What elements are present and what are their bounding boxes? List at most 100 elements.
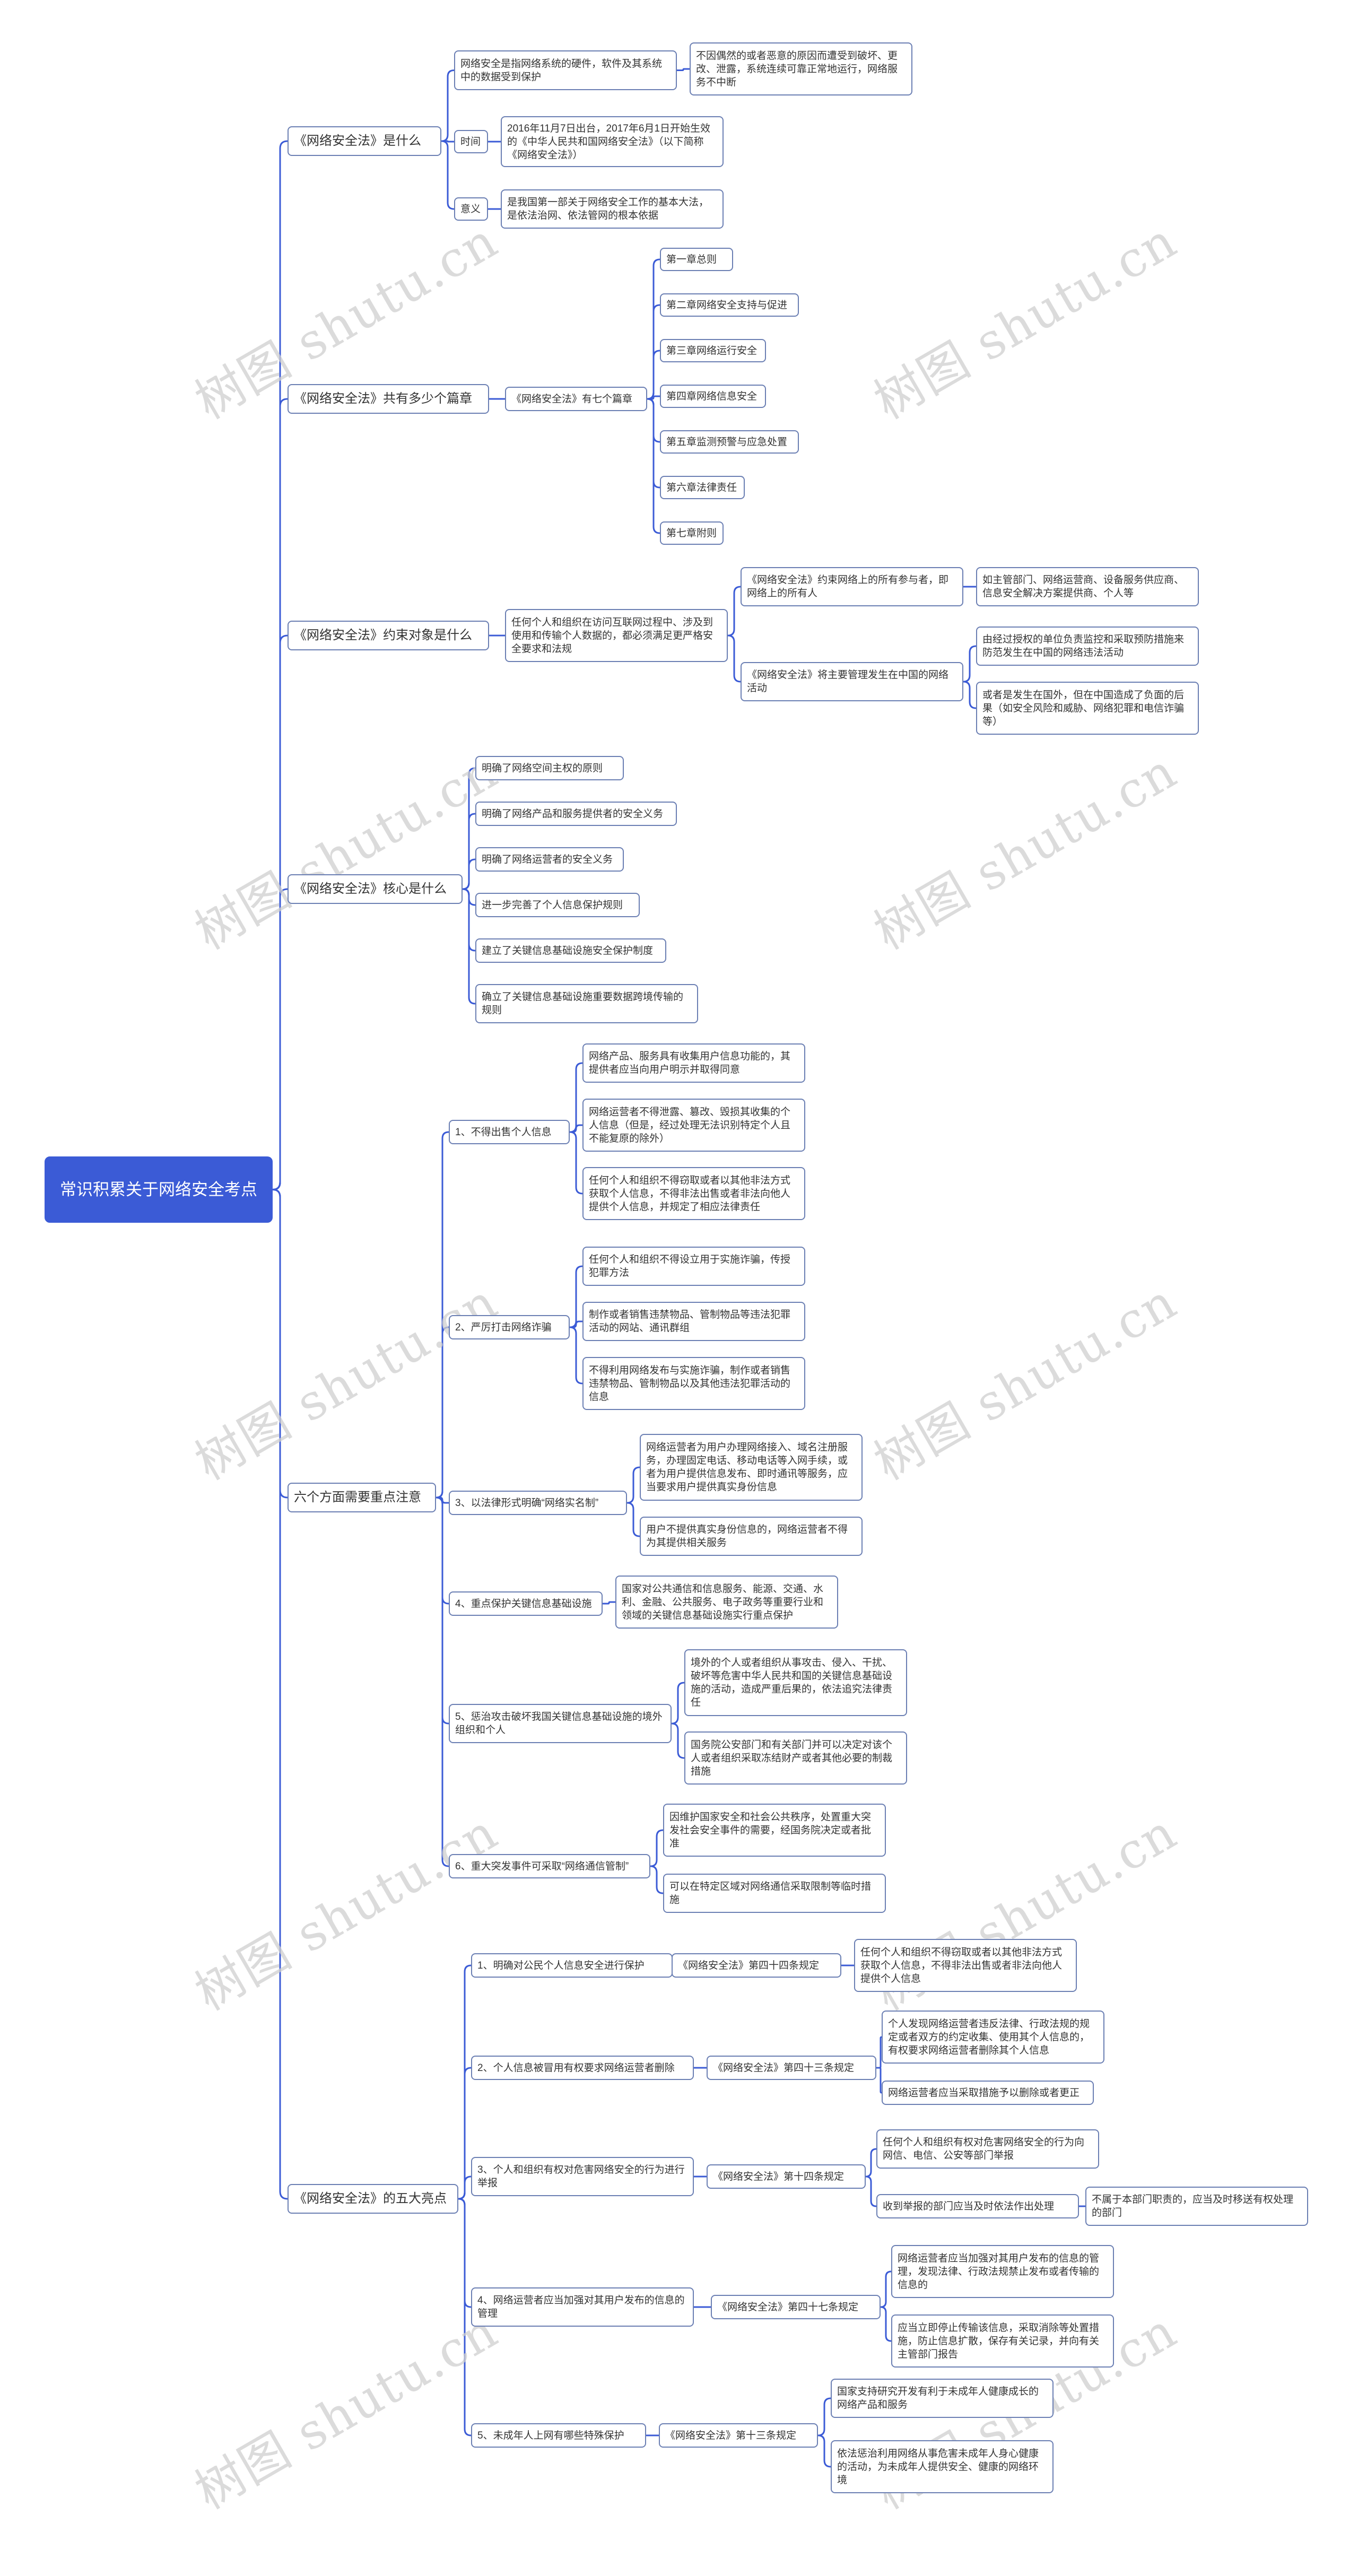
aspect-detail[interactable]: 任何个人和组织不得窃取或者以其他非法方式获取个人信息，不得非法出售或者非法向他人… — [582, 1167, 805, 1220]
connector-line — [272, 888, 288, 1190]
core-item[interactable]: 明确了网络产品和服务提供者的安全义务 — [475, 802, 677, 826]
aspect-detail[interactable]: 网络产品、服务具有收集用户信息功能的，其提供者应当向用户明示并取得同意 — [582, 1043, 805, 1083]
core-item[interactable]: 确立了关键信息基础设施重要数据跨境传输的规则 — [475, 984, 698, 1023]
core-item[interactable]: 进一步完善了个人信息保护规则 — [475, 893, 640, 917]
aspect-network-control[interactable]: 6、重大突发事件可采取“网络通信管制” — [449, 1854, 650, 1878]
aspect-detail[interactable]: 制作或者销售违禁物品、管制物品等违法犯罪活动的网站、通讯群组 — [582, 1302, 805, 1341]
highlight-item[interactable]: 3、个人和组织有权对危害网络安全的行为进行举报 — [471, 2157, 694, 2196]
time-label[interactable]: 时间 — [454, 130, 488, 153]
connector-line — [458, 2198, 472, 2436]
branch-core[interactable]: 《网络安全法》核心是什么 — [288, 874, 463, 904]
law-article[interactable]: 《网络安全法》第四十七条规定 — [711, 2295, 881, 2319]
law-article[interactable]: 《网络安全法》第十三条规定 — [659, 2423, 818, 2448]
highlight-item[interactable]: 1、明确对公民个人信息安全进行保护 — [471, 1953, 673, 1978]
connector-line — [603, 1601, 615, 1605]
connector-line — [650, 1865, 664, 1894]
aspect-detail[interactable]: 境外的个人或者组织从事攻击、侵入、干扰、破坏等危害中华人民共和国的关键信息基础设… — [684, 1649, 907, 1716]
law-article[interactable]: 《网络安全法》第十四条规定 — [707, 2164, 866, 2189]
chapters-summary[interactable]: 《网络安全法》有七个篇章 — [505, 387, 647, 411]
connector-line — [569, 1326, 583, 1385]
china-activities-detail-1[interactable]: 由经过授权的单位负责监控和采取预防措施来防范发生在中国的网络违法活动 — [976, 626, 1199, 666]
core-item[interactable]: 明确了网络运营者的安全义务 — [475, 847, 624, 872]
connector-line — [436, 1326, 449, 1499]
highlight-item[interactable]: 2、个人信息被冒用有权要求网络运营者删除 — [471, 2056, 694, 2080]
core-item[interactable]: 建立了关键信息基础设施安全保护制度 — [475, 938, 666, 963]
highlight-item[interactable]: 5、未成年人上网有哪些特殊保护 — [471, 2423, 646, 2448]
connector-line — [441, 140, 454, 143]
connector-line — [865, 2148, 877, 2178]
connector-line — [647, 398, 660, 534]
aspect-real-name[interactable]: 3、以法律形式明确“网络实名制” — [449, 1491, 627, 1515]
connector-line — [963, 645, 977, 683]
aspect-detail[interactable]: 国务院公安部门和有关部门并可以决定对该个人或者组织采取冻结财产或者其他必要的制裁… — [684, 1731, 907, 1785]
time-node[interactable]: 2016年11月7日出台，2017年6月1日开始生效的《中华人民共和国网络安全法… — [501, 116, 724, 167]
definition-node[interactable]: 网络安全是指网络系统的硬件，软件及其系统中的数据受到保护 — [454, 50, 677, 90]
branch-five-highlights[interactable]: 《网络安全法》的五大亮点 — [288, 2184, 458, 2214]
highlight-detail[interactable]: 依法惩治利用网络从事危害未成年人身心健康的活动，为未成年人提供安全、健康的网络环… — [831, 2440, 1054, 2493]
chapter-item[interactable]: 第三章网络运行安全 — [660, 339, 766, 362]
highlight-detail[interactable]: 个人发现网络运营者违反法律、行政法规的规定或者双方的约定收集、使用其个人信息的，… — [882, 2011, 1104, 2064]
branch-constraint-objects[interactable]: 《网络安全法》约束对象是什么 — [288, 621, 489, 650]
connector-line — [441, 69, 455, 142]
chapter-item[interactable]: 第四章网络信息安全 — [660, 385, 766, 408]
law-article[interactable]: 《网络安全法》第四十三条规定 — [707, 2056, 876, 2080]
connector-line — [671, 1682, 685, 1725]
chapter-item[interactable]: 第一章总则 — [660, 248, 733, 271]
connector-line — [569, 1265, 583, 1328]
chapter-item[interactable]: 第六章法律责任 — [660, 476, 745, 499]
connector-line — [671, 1722, 685, 1759]
chapter-item[interactable]: 第七章附则 — [660, 521, 724, 545]
aspect-key-infrastructure[interactable]: 4、重点保护关键信息基础设施 — [449, 1591, 603, 1616]
root-topic[interactable]: 常识积累关于网络安全考点 — [45, 1156, 273, 1223]
connector-line — [626, 1466, 640, 1504]
connector-line — [569, 1131, 583, 1195]
constraint-china-activities[interactable]: 《网络安全法》将主要管理发生在中国的网络活动 — [741, 662, 963, 701]
highlight-detail[interactable]: 应当立即停止传输该信息，采取消除等处置措施，防止信息扩散，保存有关记录，并向有关… — [891, 2314, 1114, 2368]
highlight-detail[interactable]: 网络运营者应当加强对其用户发布的信息的管理，发现法律、行政法规禁止发布或者传输的… — [891, 2245, 1114, 2298]
aspect-detail[interactable]: 网络运营者为用户办理网络接入、域名注册服务，办理固定电话、移动电话等入网手续，或… — [640, 1434, 863, 1501]
connector-line — [963, 681, 977, 709]
participants-detail[interactable]: 如主管部门、网络运营商、设备服务供应商、信息安全解决方案提供商、个人等 — [976, 567, 1199, 606]
highlight-detail[interactable]: 国家支持研究开发有利于未成年人健康成长的网络产品和服务 — [831, 2379, 1054, 2418]
highlight-detail[interactable]: 任何个人和组织不得窃取或者以其他非法方式获取个人信息，不得非法出售或者非法向他人… — [854, 1939, 1077, 1992]
constraint-all-participants[interactable]: 《网络安全法》约束网络上的所有参与者，即网络上的所有人 — [741, 567, 963, 606]
highlight-detail[interactable]: 收到举报的部门应当及时依法作出处理 — [876, 2194, 1079, 2218]
aspect-detail[interactable]: 网络运营者不得泄露、篡改、毁损其收集的个人信息（但是，经过处理无法识别特定个人且… — [582, 1099, 805, 1152]
meaning-label[interactable]: 意义 — [454, 197, 488, 221]
definition-detail-node[interactable]: 不因偶然的或者恶意的原因而遭受到破坏、更改、泄露，系统连续可靠正常地运行，网络服… — [690, 42, 912, 95]
aspect-detail[interactable]: 国家对公共通信和信息服务、能源、交通、水利、金融、公共服务、电子政务等重要行业和… — [615, 1576, 838, 1629]
connector-line — [817, 2397, 831, 2436]
connector-line — [570, 1124, 582, 1133]
aspect-detail[interactable]: 可以在特定区域对网络通信采取限制等临时措施 — [663, 1874, 886, 1913]
aspect-foreign-attacks[interactable]: 5、惩治攻击破坏我国关键信息基础设施的境外组织和个人 — [449, 1704, 672, 1743]
highlight-detail[interactable]: 网络运营者应当采取措施予以删除或者更正 — [882, 2081, 1094, 2105]
connector-line — [817, 2434, 831, 2468]
connector-line — [876, 2036, 882, 2069]
aspect-detail[interactable]: 用户不提供真实身份信息的，网络运营者不得为其提供相关服务 — [640, 1517, 863, 1556]
aspect-fight-fraud[interactable]: 2、严厉打击网络诈骗 — [449, 1315, 570, 1339]
highlight-item[interactable]: 4、网络运营者应当加强对其用户发布的信息的管理 — [471, 2287, 694, 2327]
constraint-main-node[interactable]: 任何个人和组织在访问互联网过程中、涉及到使用和传输个人数据的，都必须满足更严格安… — [505, 609, 728, 662]
meaning-node[interactable]: 是我国第一部关于网络安全工作的基本大法，是依法治网、依法管网的根本依据 — [501, 189, 724, 229]
branch-chapters[interactable]: 《网络安全法》共有多少个篇章 — [288, 384, 489, 414]
aspect-no-selling-info[interactable]: 1、不得出售个人信息 — [449, 1120, 570, 1144]
connector-line — [441, 140, 455, 210]
highlight-detail-extra[interactable]: 不属于本部门职责的，应当及时移送有权处理的部门 — [1085, 2187, 1308, 2226]
chapter-item[interactable]: 第五章监测预警与应急处置 — [660, 430, 799, 454]
connector-line — [647, 395, 660, 400]
connector-line — [458, 2175, 472, 2200]
aspect-detail[interactable]: 因维护国家安全和社会公共秩序，处置重大突发社会安全事件的需要，经国务院决定或者批… — [663, 1804, 886, 1857]
branch-what-is-law[interactable]: 《网络安全法》是什么 — [288, 126, 441, 156]
china-activities-detail-2[interactable]: 或者是发生在国外，但在中国造成了负面的后果（如安全风险和威胁、网络犯罪和电信诈骗… — [976, 682, 1199, 735]
law-article[interactable]: 《网络安全法》第四十四条规定 — [672, 1953, 841, 1978]
connector-line — [727, 634, 741, 683]
connector-line — [677, 68, 690, 71]
aspect-detail[interactable]: 任何个人和组织不得设立用于实施诈骗，传授犯罪方法 — [582, 1247, 805, 1286]
core-item[interactable]: 明确了网络空间主权的原则 — [475, 756, 624, 780]
connector-line — [462, 858, 476, 890]
aspect-detail[interactable]: 不得利用网络发布与实施诈骗，制作或者销售违禁物品、管制物品以及其他违法犯罪活动的… — [582, 1357, 805, 1410]
branch-six-aspects[interactable]: 六个方面需要重点注意 — [288, 1483, 436, 1512]
chapter-item[interactable]: 第二章网络安全支持与促进 — [660, 293, 799, 317]
connector-line — [569, 1062, 583, 1133]
highlight-detail[interactable]: 任何个人和组织有权对危害网络安全的行为向网信、电信、公安等部门举报 — [876, 2129, 1099, 2169]
